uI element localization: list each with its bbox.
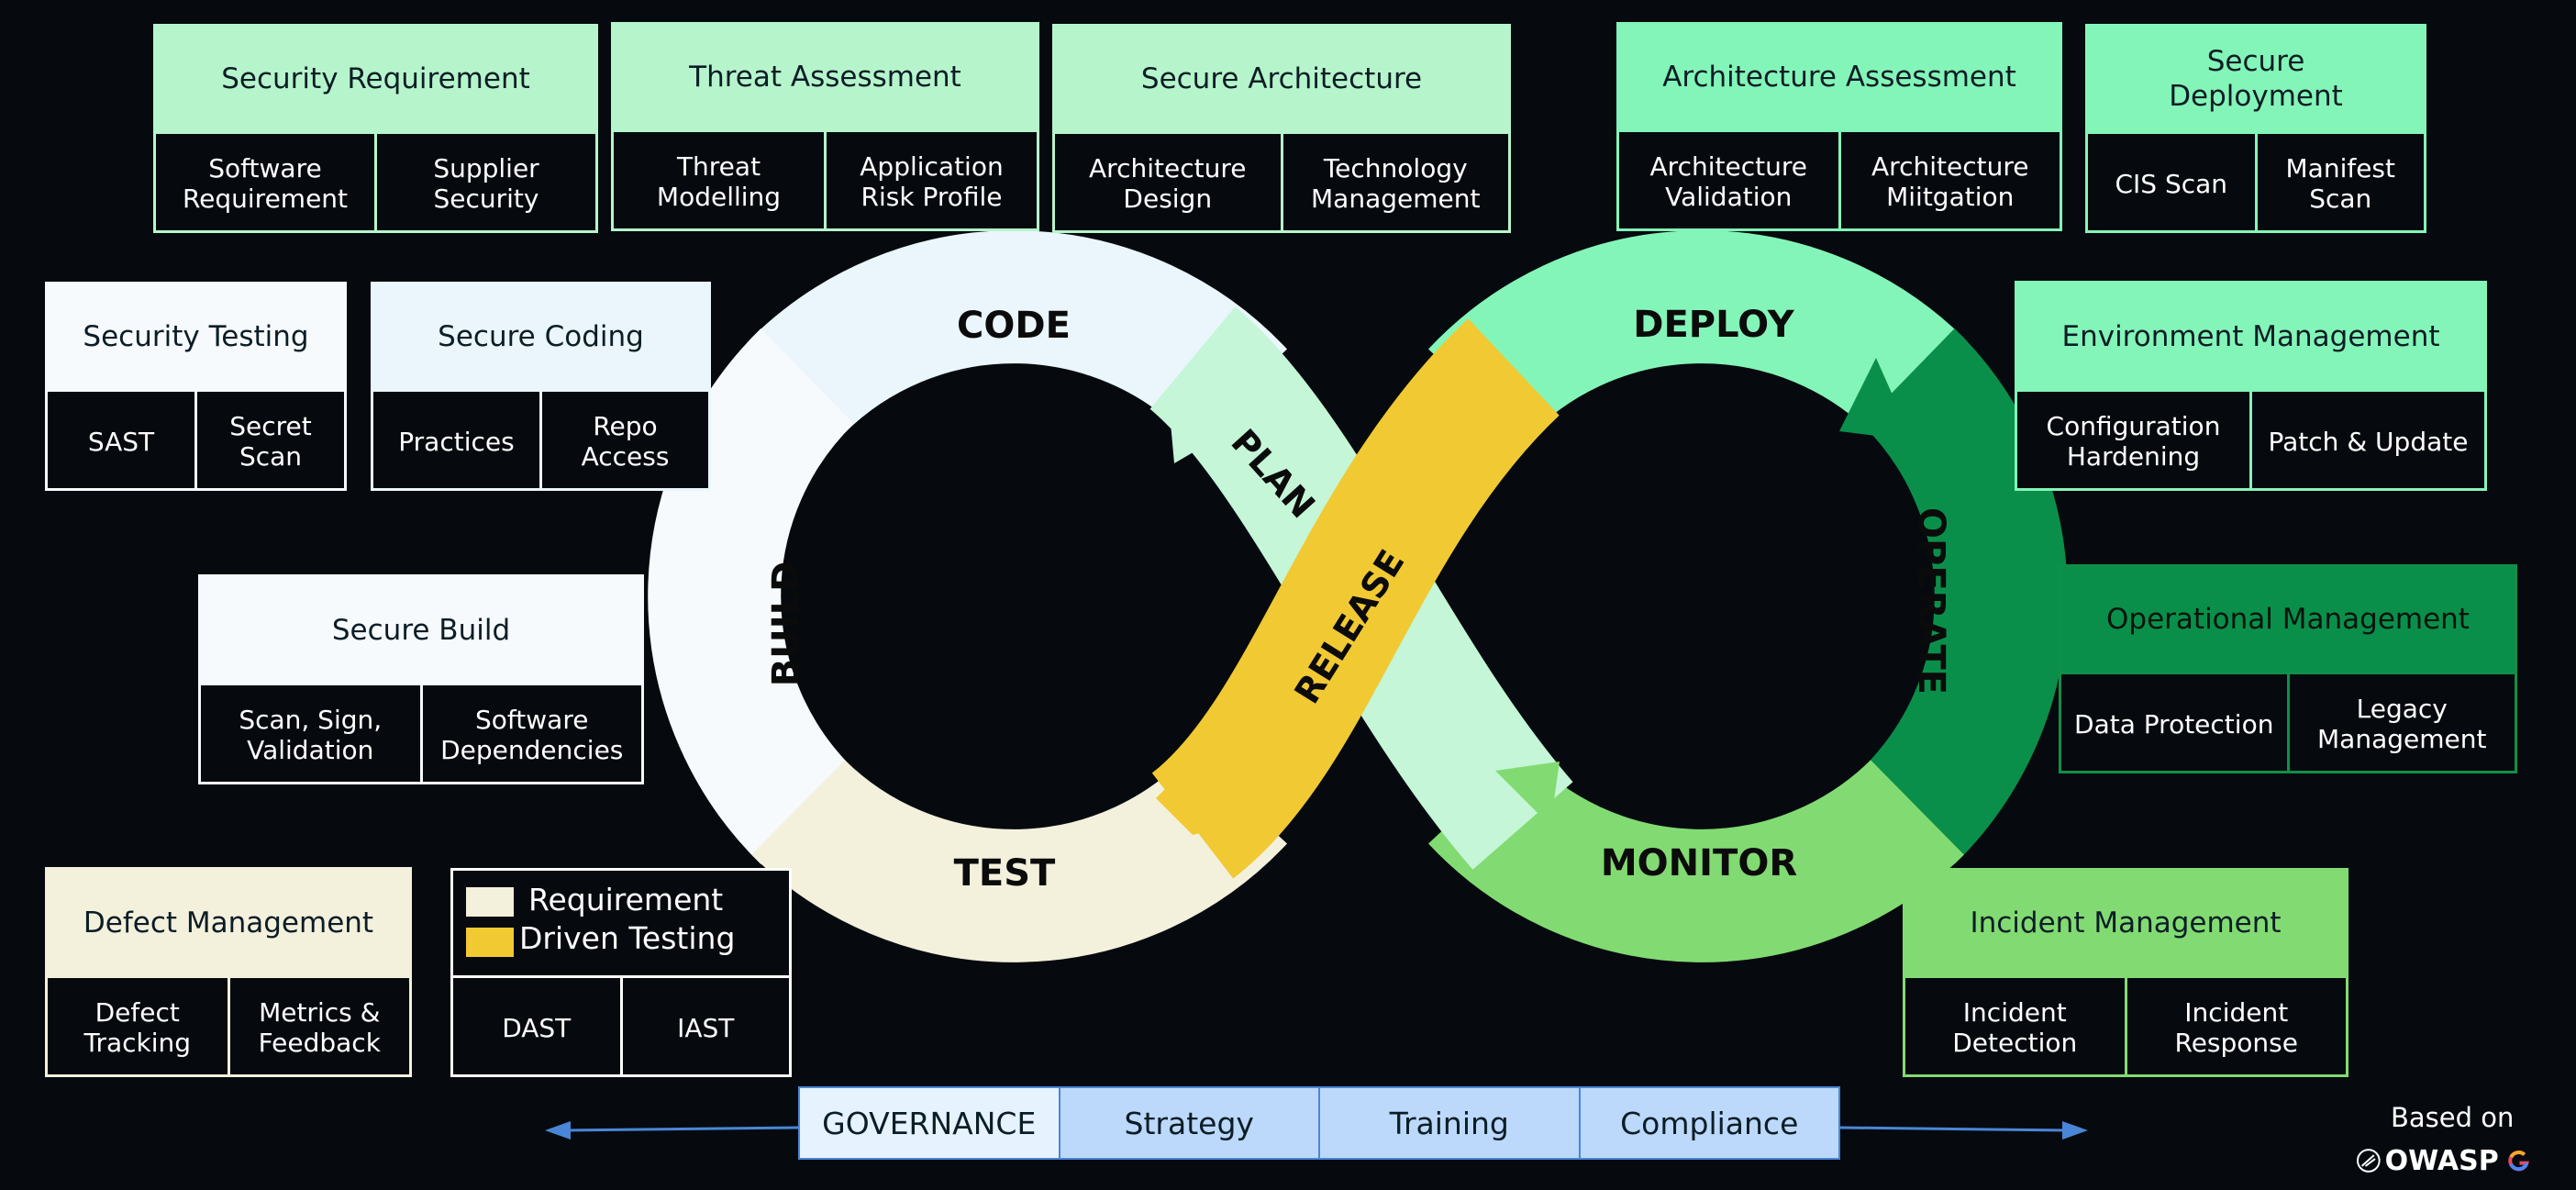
owasp-wordmark: OWASP bbox=[2384, 1144, 2499, 1177]
operational-management-card: Operational Management Data Protection L… bbox=[2059, 564, 2517, 773]
card-item: Technology Management bbox=[1280, 134, 1509, 233]
requirement-driven-testing-card: Requirement Driven Testing DAST IAST bbox=[450, 868, 792, 1077]
card-item: Supplier Security bbox=[374, 134, 595, 233]
compliance-item: Compliance bbox=[1578, 1088, 1838, 1158]
card-item: Architecture Miitgation bbox=[1838, 132, 2060, 231]
test-label: TEST bbox=[954, 852, 1056, 895]
card-title-line-2: Driven Testing bbox=[519, 920, 736, 956]
card-item: Secret Scan bbox=[194, 392, 344, 491]
card-item: Practices bbox=[398, 426, 515, 457]
owasp-wasp-icon bbox=[2356, 1149, 2381, 1173]
code-arrow-head bbox=[1170, 378, 1229, 463]
card-title: Environment Management bbox=[2017, 284, 2484, 389]
test-segment bbox=[751, 751, 1287, 962]
based-on-label: Based on bbox=[2391, 1102, 2515, 1133]
build-label: BUILD bbox=[765, 562, 807, 687]
card-title: Threat Assessment bbox=[614, 25, 1037, 129]
card-title: Secure Build bbox=[201, 577, 641, 683]
card-title: Secure Architecture bbox=[1055, 27, 1508, 131]
security-requirement-card: Security Requirement Software Requiremen… bbox=[153, 24, 598, 233]
incident-management-card: Incident Management Incident Detection I… bbox=[1903, 868, 2348, 1077]
card-title: Architecture Assessment bbox=[1619, 25, 2060, 129]
card-item: Configuration Hardening bbox=[2046, 411, 2221, 472]
secure-architecture-card: Secure Architecture Architecture Design … bbox=[1052, 24, 1511, 233]
card-title: Operational Management bbox=[2061, 567, 2515, 672]
card-title: Incident Management bbox=[1905, 871, 2346, 975]
monitor-segment bbox=[1428, 751, 1964, 962]
operate-segment bbox=[1860, 328, 2068, 864]
card-item: IAST bbox=[619, 978, 790, 1077]
card-item: Patch & Update bbox=[2249, 392, 2484, 491]
secure-deployment-card: Secure Deployment CIS Scan Manifest Scan bbox=[2085, 24, 2426, 233]
card-item: Defect Tracking bbox=[83, 997, 192, 1058]
card-item: Software Requirement bbox=[182, 153, 349, 214]
card-item: Application Risk Profile bbox=[824, 132, 1037, 231]
monitor-arrow-head bbox=[1495, 762, 1560, 826]
card-item: Incident Detection bbox=[1952, 997, 2078, 1058]
build-segment bbox=[648, 328, 855, 864]
card-item: Threat Modelling bbox=[656, 151, 782, 212]
secure-coding-card: Secure Coding Practices Repo Access bbox=[371, 282, 711, 491]
defect-management-card: Defect Management Defect Tracking Metric… bbox=[45, 867, 412, 1077]
environment-management-card: Environment Management Configuration Har… bbox=[2015, 281, 2487, 491]
card-item: Incident Response bbox=[2124, 978, 2347, 1077]
card-title: Secure Coding bbox=[373, 284, 708, 389]
card-item: DAST bbox=[502, 1012, 572, 1043]
card-item: Legacy Management bbox=[2286, 674, 2515, 773]
card-item: Software Dependencies bbox=[419, 685, 642, 784]
training-item: Training bbox=[1318, 1088, 1579, 1158]
architecture-assessment-card: Architecture Assessment Architecture Val… bbox=[1616, 22, 2062, 231]
card-title: Defect Management bbox=[48, 870, 409, 975]
card-item: Repo Access bbox=[539, 392, 708, 491]
owasp-logo: OWASP bbox=[2356, 1141, 2530, 1180]
release-segment bbox=[1150, 318, 1560, 879]
card-item: Data Protection bbox=[2074, 708, 2274, 740]
threat-assessment-card: Threat Assessment Threat Modelling Appli… bbox=[611, 22, 1039, 231]
governance-bar: GOVERNANCE Strategy Training Compliance bbox=[798, 1086, 1840, 1160]
card-item: Architecture Design bbox=[1089, 153, 1247, 214]
card-item: Architecture Validation bbox=[1649, 151, 1807, 212]
card-item: Scan, Sign, Validation bbox=[239, 705, 383, 765]
card-item: CIS Scan bbox=[2115, 168, 2228, 199]
monitor-label: MONITOR bbox=[1601, 842, 1797, 884]
card-item: Manifest Scan bbox=[2254, 134, 2425, 233]
deploy-arrow-head bbox=[1839, 358, 1913, 440]
requirement-swatch bbox=[466, 887, 514, 917]
governance-item: GOVERNANCE bbox=[800, 1088, 1059, 1158]
card-item: SAST bbox=[87, 426, 155, 457]
operate-label: OPERATE bbox=[1910, 507, 1952, 695]
security-testing-card: Security Testing SAST Secret Scan bbox=[45, 282, 347, 491]
deploy-segment bbox=[1428, 230, 1964, 441]
strategy-item: Strategy bbox=[1058, 1088, 1318, 1158]
card-header: Requirement Driven Testing bbox=[453, 871, 789, 975]
card-item: Metrics & Feedback bbox=[227, 978, 410, 1077]
deploy-label: DEPLOY bbox=[1633, 304, 1794, 346]
secure-build-card: Secure Build Scan, Sign, Validation Soft… bbox=[198, 574, 644, 784]
g-logo-icon bbox=[2508, 1151, 2529, 1172]
card-title: Secure Deployment bbox=[2088, 27, 2424, 131]
code-label: CODE bbox=[957, 305, 1071, 347]
card-title: Security Requirement bbox=[156, 27, 595, 131]
card-title: Security Testing bbox=[48, 284, 344, 389]
test-arrow-head bbox=[1156, 762, 1229, 835]
code-segment bbox=[751, 230, 1287, 441]
driven-testing-swatch bbox=[466, 928, 514, 957]
card-title-line-1: Requirement bbox=[528, 882, 724, 918]
